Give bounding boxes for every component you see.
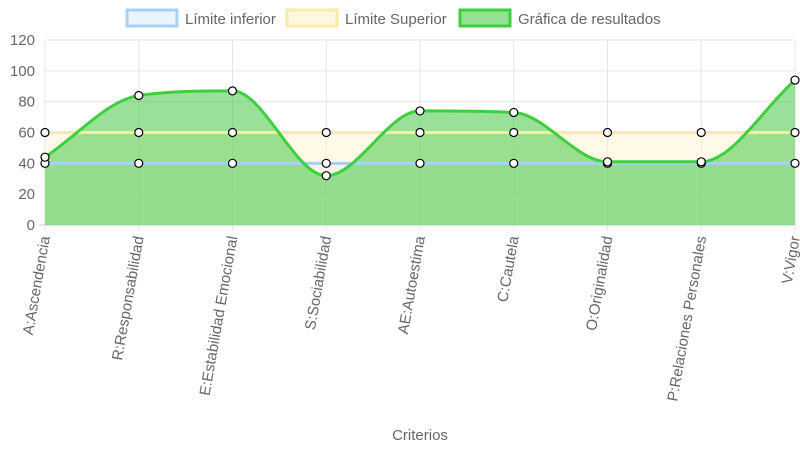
- data-point[interactable]: [134, 90, 144, 101]
- y-tick-label: 0: [27, 217, 35, 234]
- data-point[interactable]: [415, 158, 425, 168]
- legend-swatch: [458, 8, 512, 28]
- data-point[interactable]: [790, 158, 800, 168]
- x-tick-label: O:Originalidad: [583, 235, 616, 332]
- series-points: [40, 75, 800, 181]
- data-point[interactable]: [602, 157, 613, 167]
- data-point[interactable]: [134, 158, 144, 168]
- data-point[interactable]: [696, 127, 706, 138]
- data-point[interactable]: [790, 75, 800, 85]
- y-tick-label: 40: [18, 155, 35, 172]
- x-tick-label: V:Vigor: [779, 235, 800, 286]
- legend-label: Límite Superior: [345, 11, 447, 28]
- legend-swatch: [125, 8, 179, 28]
- legend-item[interactable]: Límite inferior: [125, 8, 276, 28]
- x-axis: A:Ascendencia R:Responsabilidad E:Estabili…: [20, 234, 800, 403]
- legend-item[interactable]: Gráfica de resultados: [458, 8, 661, 28]
- legend-item[interactable]: Límite Superior: [285, 8, 447, 28]
- y-tick-label: 60: [18, 125, 35, 142]
- data-point[interactable]: [696, 157, 706, 167]
- x-tick-label: P:Relaciones Personales: [664, 235, 710, 403]
- y-axis: 0 20 40 60 80 100 120: [10, 32, 35, 234]
- data-point[interactable]: [40, 152, 50, 162]
- x-tick-label: R:Responsabilidad: [109, 235, 148, 362]
- series-area-2: [45, 80, 795, 225]
- data-point[interactable]: [509, 158, 519, 168]
- x-tick-label: C:Cautela: [494, 234, 522, 303]
- data-point[interactable]: [509, 107, 519, 118]
- data-point[interactable]: [227, 127, 238, 138]
- data-point[interactable]: [602, 127, 613, 138]
- x-tick-label: AE:Autoestima: [395, 234, 429, 335]
- y-tick-label: 100: [10, 63, 35, 80]
- x-tick-label: E:Estabilidad Emocional: [197, 235, 242, 397]
- series-areas: [45, 80, 795, 225]
- data-point[interactable]: [321, 171, 331, 181]
- x-tick-label: S:Sociabilidad: [302, 235, 335, 332]
- data-point[interactable]: [321, 158, 331, 168]
- data-point[interactable]: [227, 158, 238, 168]
- data-point[interactable]: [509, 127, 519, 138]
- x-tick-label: A:Ascendencia: [20, 234, 54, 336]
- legend: Límite inferior Límite Superior Gráfica de…: [125, 8, 661, 28]
- y-tick-label: 80: [18, 94, 35, 111]
- y-tick-label: 120: [10, 32, 35, 49]
- data-point[interactable]: [321, 127, 331, 138]
- data-point[interactable]: [40, 127, 50, 138]
- legend-label: Gráfica de resultados: [518, 11, 661, 28]
- data-point[interactable]: [415, 127, 425, 138]
- data-point[interactable]: [790, 127, 800, 138]
- x-axis-title: Criterios: [392, 427, 448, 444]
- data-point[interactable]: [415, 106, 425, 116]
- y-tick-label: 20: [18, 186, 35, 203]
- data-point[interactable]: [134, 127, 144, 138]
- data-point[interactable]: [227, 86, 238, 96]
- legend-swatch: [285, 8, 339, 28]
- legend-label: Límite inferior: [185, 11, 276, 28]
